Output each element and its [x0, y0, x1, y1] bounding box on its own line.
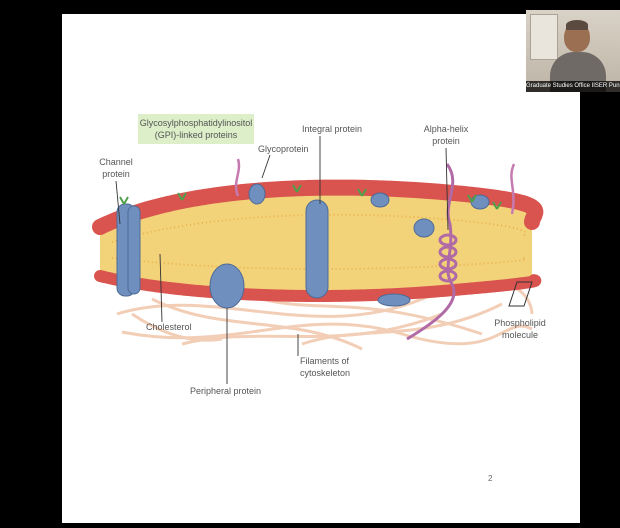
- channel-protein-label-line1: Channel: [99, 157, 133, 167]
- phospholipid-label-line1: Phospholipid: [494, 318, 546, 328]
- gpi-label-line2: (GPI)-linked proteins: [155, 130, 238, 140]
- integral-protein-shape: [306, 200, 328, 298]
- slide-page-number: 2: [488, 474, 493, 483]
- peripheral-protein-label: Peripheral protein: [190, 386, 261, 396]
- presenter-video-tile[interactable]: Graduate Studies Office IISER Pune: [526, 10, 620, 92]
- glycoprotein-label: Glycoprotein: [258, 144, 309, 154]
- filaments-label-line2: cytoskeleton: [300, 368, 350, 378]
- alpha-helix-label-line2: protein: [432, 136, 460, 146]
- cholesterol-label: Cholesterol: [146, 322, 192, 332]
- gpi-label-line1: Glycosylphosphatidylinositol: [140, 118, 253, 128]
- alpha-helix-label-line1: Alpha-helix: [424, 124, 469, 134]
- peripheral-protein-shape: [210, 264, 244, 308]
- video-window-frame: [530, 14, 558, 60]
- presenter-hair: [566, 20, 588, 30]
- phospholipid-label-line2: molecule: [502, 330, 538, 340]
- integral-protein-label: Integral protein: [302, 124, 362, 134]
- presenter-name-caption: Graduate Studies Office IISER Pune: [526, 81, 620, 92]
- channel-protein-label-line2: protein: [102, 169, 130, 179]
- presentation-slide: Glycosylphosphatidylinositol (GPI)-linke…: [62, 14, 580, 523]
- filaments-label-line1: Filaments of: [300, 356, 350, 366]
- cell-membrane-diagram: Glycosylphosphatidylinositol (GPI)-linke…: [62, 14, 580, 523]
